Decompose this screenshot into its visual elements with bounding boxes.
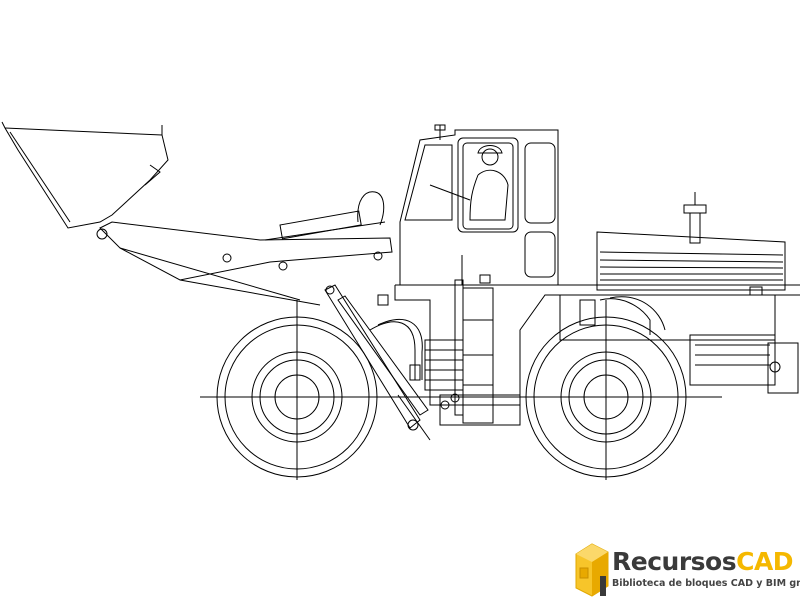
recursoscad-logo[interactable]: RecursosCAD Biblioteca de bloques CAD y … (572, 540, 800, 598)
centerlines (200, 300, 722, 480)
logo-tagline: Biblioteca de bloques CAD y BIM gratuita (612, 578, 800, 589)
logo-title: RecursosCAD (612, 547, 794, 576)
bucket (1, 121, 169, 240)
right-wheel (525, 316, 687, 478)
engine-hood (559, 192, 799, 394)
cube-logo-icon (575, 543, 609, 597)
logo-brand-recursos: Recursos (612, 547, 737, 576)
left-wheel (216, 316, 378, 478)
cab (399, 124, 559, 286)
boom-arm (99, 191, 431, 441)
logo-brand-cad: CAD (736, 547, 794, 576)
